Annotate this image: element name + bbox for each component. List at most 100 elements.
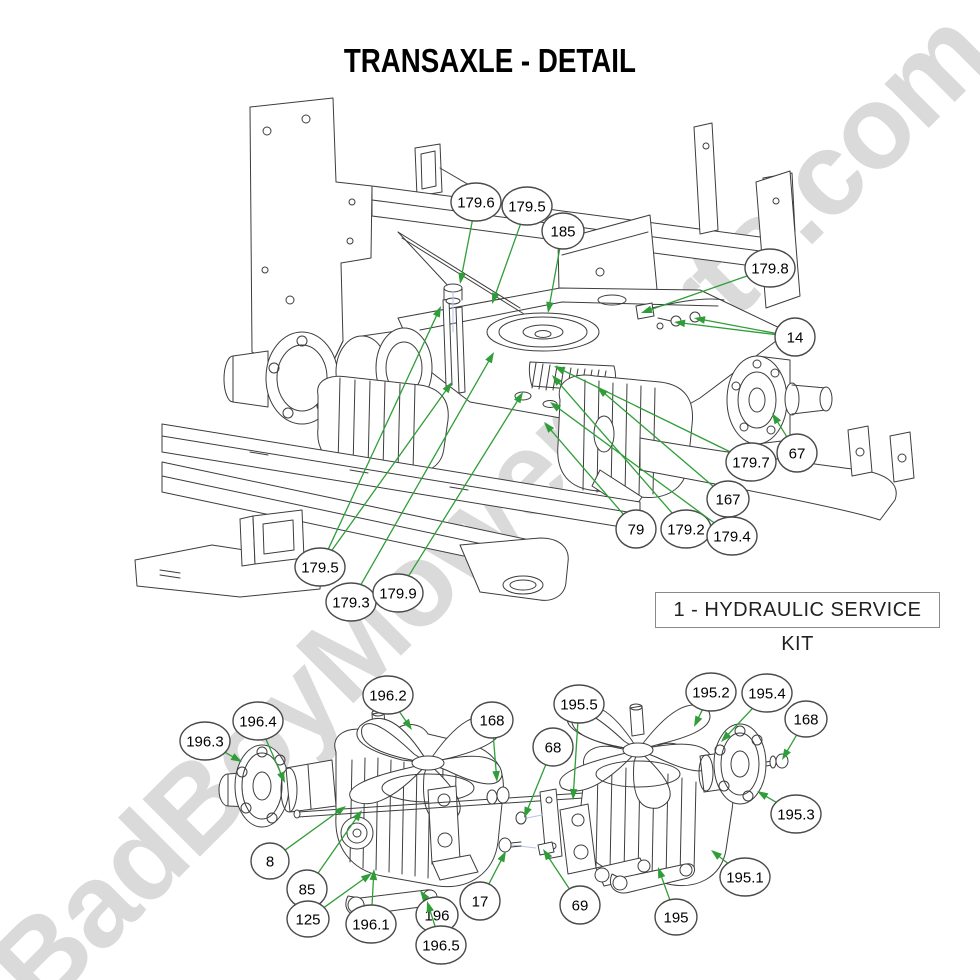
leader-arrowhead [569,788,578,800]
callout-label: 195.2 [692,684,730,701]
callout-label: 179.5 [508,198,546,215]
callout-label: 196.4 [239,713,277,730]
callout-168[interactable]: 168 [782,700,828,760]
callout-179.5[interactable]: 179.5 [294,306,452,587]
callout-196.1[interactable]: 196.1 [345,869,397,944]
leader-arrowhead [711,850,722,860]
leader-line [317,814,360,874]
leader-line [547,426,624,515]
callout-14[interactable]: 14 [674,316,816,357]
leader-line [371,874,375,906]
callout-balloon[interactable] [725,442,777,482]
callout-179.9[interactable]: 179.9 [372,392,523,613]
callout-196.3[interactable]: 196.3 [179,721,242,762]
callout-69[interactable]: 69 [543,849,601,925]
callout-balloon[interactable] [541,212,585,250]
callout-167[interactable]: 167 [597,387,750,518]
callout-balloon[interactable] [250,842,290,880]
callout-balloon[interactable] [294,547,346,587]
leader-line [460,220,473,279]
callout-balloon[interactable] [232,701,284,741]
callout-balloon[interactable] [286,900,330,938]
callout-balloon[interactable] [470,701,514,739]
callout-67[interactable]: 67 [772,413,818,473]
callout-balloon[interactable] [553,684,605,724]
callout-125[interactable]: 125 [286,873,372,938]
callout-185[interactable]: 185 [541,212,585,313]
leader-line [360,356,492,585]
leader-line [699,318,776,334]
leader-arrowhead [597,387,608,398]
callout-195.4[interactable]: 195.4 [721,673,793,742]
callout-8[interactable]: 8 [250,806,346,880]
callout-balloon[interactable] [179,721,231,761]
callout-179.4[interactable]: 179.4 [550,402,758,556]
leader-arrowhead [402,718,412,730]
callout-179.3[interactable]: 179.3 [325,352,494,622]
callout-balloon[interactable] [685,672,737,712]
callout-label: 195.3 [777,806,815,823]
callout-balloon[interactable] [784,700,828,738]
callout-196.2[interactable]: 196.2 [362,675,414,730]
callout-balloon[interactable] [415,925,467,965]
leader-line [284,808,342,851]
callout-balloon[interactable] [776,433,818,473]
callout-balloon[interactable] [559,885,601,925]
callout-label: 168 [479,712,504,729]
leader-line [724,708,753,739]
callout-balloon[interactable] [744,248,796,288]
leader-arrowhead [554,366,566,375]
callout-balloon[interactable] [741,673,793,713]
callout-balloon[interactable] [706,516,758,556]
callout-179.6[interactable]: 179.6 [450,182,502,284]
leader-line [488,856,504,885]
callout-17[interactable]: 17 [459,851,506,921]
leader-line [323,875,368,908]
callout-balloon[interactable] [501,186,553,226]
page-title: TRANSAXLE - DETAIL [343,42,637,79]
callout-195.3[interactable]: 195.3 [757,791,822,834]
leader-line [554,405,715,524]
callout-balloon[interactable] [459,881,501,921]
leader-arrowhead [492,292,500,304]
callout-balloon[interactable] [615,509,657,549]
callout-balloon[interactable] [654,898,698,936]
leader-line [545,853,570,890]
callout-label: 179.2 [667,521,705,538]
callout-label: 168 [793,711,818,728]
callout-196.5[interactable]: 196.5 [415,901,467,965]
leader-arrowhead [544,422,555,433]
leader-arrowhead [334,806,346,816]
callout-balloon[interactable] [774,317,816,357]
leader-arrowhead [757,791,769,800]
callout-168[interactable]: 168 [470,701,514,782]
callout-195.5[interactable]: 195.5 [553,684,605,800]
callout-179.2[interactable]: 179.2 [552,375,712,549]
callout-label: 185 [550,223,575,240]
callout-179.8[interactable]: 179.8 [641,248,796,313]
leader-arrowhead [277,771,285,783]
callout-balloon[interactable] [532,727,574,767]
callout-label: 179.6 [457,194,495,211]
callout-68[interactable]: 68 [524,727,574,818]
callout-balloon[interactable] [345,904,397,944]
callout-179.5[interactable]: 179.5 [492,186,553,304]
callout-label: 125 [295,911,320,928]
callout-balloon[interactable] [450,182,502,222]
callout-196.4[interactable]: 196.4 [232,701,285,783]
leader-line [331,386,450,551]
leader-arrowhead [524,806,532,818]
callout-label: 67 [789,445,806,462]
callout-85[interactable]: 85 [286,810,362,909]
callout-79[interactable]: 79 [544,422,657,549]
callout-balloon[interactable] [719,857,771,897]
callout-balloon[interactable] [362,675,414,715]
callout-195.2[interactable]: 195.2 [685,672,737,727]
callout-balloon[interactable] [770,794,822,834]
callout-179.7[interactable]: 179.7 [554,366,777,482]
callout-195.1[interactable]: 195.1 [711,850,771,897]
callout-balloon[interactable] [372,573,424,613]
leader-line [493,224,522,299]
callout-195[interactable]: 195 [654,867,698,936]
